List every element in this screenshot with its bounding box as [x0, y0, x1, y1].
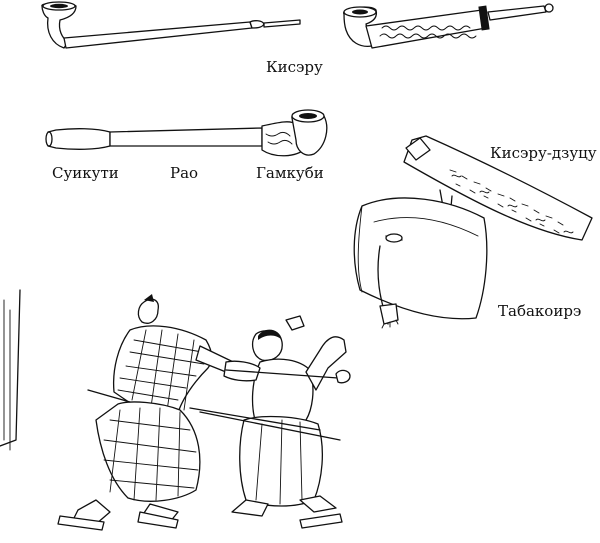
tabakoire-pouch — [353, 197, 488, 329]
label-tabakoire: Табакоирэ — [498, 302, 582, 320]
label-gamkubi: Гамкуби — [256, 164, 324, 182]
background-wall — [0, 289, 21, 451]
kiseru-dzutsu-case — [403, 135, 593, 241]
kiseru-pipe-decorated — [343, 3, 554, 49]
label-kiseru: Кисэру — [266, 58, 323, 76]
kiseru-pipe-plain — [41, 1, 301, 49]
label-kiseru-dzutsu: Кисэру-дзуцу — [490, 144, 597, 162]
label-suikuti: Суикути — [52, 164, 119, 182]
samurai-fight-scene — [57, 294, 351, 531]
pipe-parts-diagram — [45, 109, 328, 157]
label-rao: Рао — [170, 164, 199, 182]
